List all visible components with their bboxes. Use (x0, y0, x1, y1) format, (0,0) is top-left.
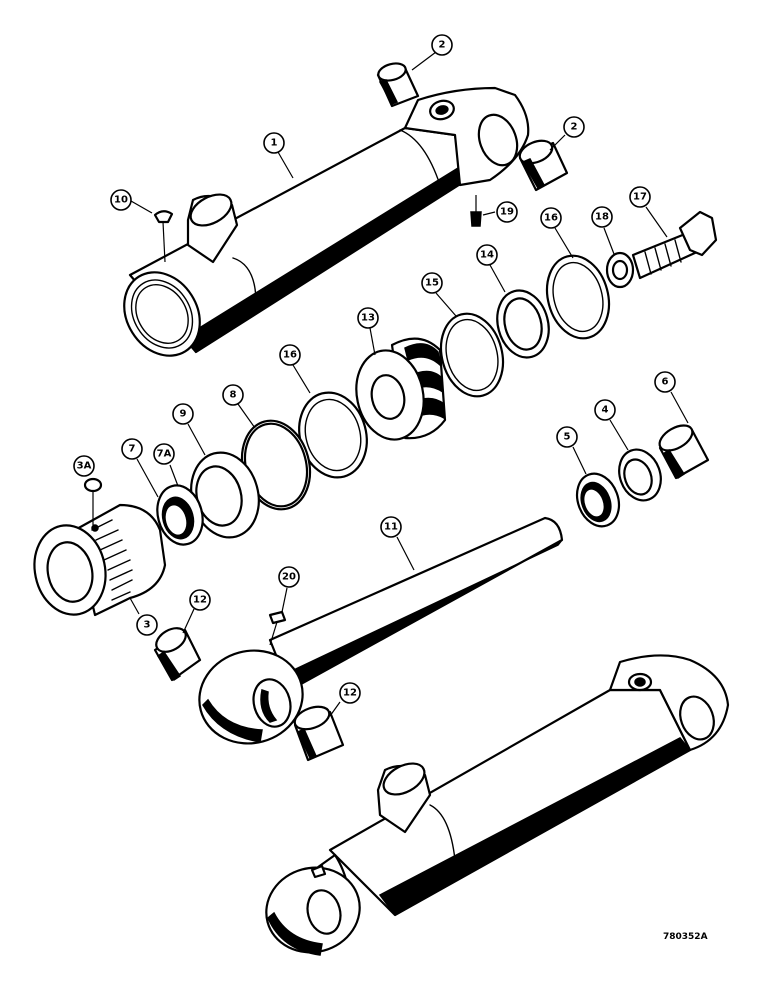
callout-14: 14 (476, 244, 498, 266)
svg-text:3: 3 (144, 620, 151, 631)
assembled-cylinder (265, 654, 730, 956)
svg-text:11: 11 (384, 522, 398, 533)
callout-8: 8 (222, 384, 244, 406)
callout-3: 3 (136, 614, 158, 636)
svg-text:17: 17 (633, 192, 647, 203)
svg-text:4: 4 (602, 405, 609, 416)
callout-16-left: 16 (279, 344, 301, 366)
piston-13 (355, 337, 447, 441)
svg-text:12: 12 (343, 688, 357, 699)
callout-12-lower: 12 (339, 682, 361, 704)
svg-text:10: 10 (114, 195, 128, 206)
callout-7: 7 (121, 438, 143, 460)
svg-text:8: 8 (230, 390, 237, 401)
svg-text:5: 5 (564, 432, 571, 443)
bushing-top-right (518, 139, 569, 192)
wear-ring-14 (496, 289, 550, 359)
svg-text:3A: 3A (77, 461, 92, 472)
seal-7A (156, 484, 204, 546)
svg-text:14: 14 (480, 250, 494, 261)
svg-text:12: 12 (193, 595, 207, 606)
leader-lines (129, 51, 689, 717)
callout-2-right: 2 (563, 116, 585, 138)
callout-6: 6 (654, 371, 676, 393)
seal-15 (439, 312, 505, 398)
svg-text:13: 13 (361, 313, 375, 324)
callout-12-upper: 12 (189, 589, 211, 611)
piston-rod-11 (198, 516, 564, 745)
callout-2-top: 2 (431, 34, 453, 56)
svg-text:16: 16 (283, 350, 297, 361)
callout-9: 9 (172, 403, 194, 425)
callout-16-right: 16 (540, 207, 562, 229)
bolt-17 (631, 210, 718, 280)
callout-3A: 3A (73, 455, 95, 477)
grease-fitting-20 (268, 610, 287, 646)
callout-1: 1 (263, 132, 285, 154)
svg-text:7: 7 (129, 444, 136, 455)
grease-fitting-19 (470, 195, 482, 227)
bushing-6 (658, 424, 710, 480)
svg-text:16: 16 (544, 213, 558, 224)
washer-18 (605, 251, 635, 289)
svg-text:15: 15 (425, 278, 439, 289)
bushing-12-upper (153, 627, 202, 682)
figure-reference-number: 780352A (663, 932, 708, 942)
callout-19: 19 (496, 201, 518, 223)
ring-4 (618, 448, 662, 502)
svg-text:2: 2 (439, 40, 446, 51)
callout-20: 20 (278, 566, 300, 588)
wiper-5 (575, 472, 621, 528)
svg-text:1: 1 (271, 138, 278, 149)
bushing-12-lower (293, 705, 345, 762)
callout-7A: 7A (153, 443, 175, 465)
grease-fitting-10 (153, 210, 174, 263)
callout-15: 15 (421, 272, 443, 294)
svg-text:19: 19 (500, 207, 514, 218)
cylinder-barrel (123, 86, 530, 357)
svg-text:20: 20 (282, 572, 296, 583)
ring-16-right (545, 254, 611, 340)
callout-11: 11 (380, 516, 402, 538)
callout-17: 17 (629, 186, 651, 208)
callout-10: 10 (110, 189, 132, 211)
svg-text:7A: 7A (157, 449, 172, 460)
callout-5: 5 (556, 426, 578, 448)
backup-washer-9 (190, 451, 260, 539)
svg-text:6: 6 (662, 377, 669, 388)
svg-text:18: 18 (595, 212, 609, 223)
callout-4: 4 (594, 399, 616, 421)
svg-text:9: 9 (180, 409, 187, 420)
svg-text:2: 2 (571, 122, 578, 133)
callout-18: 18 (591, 206, 613, 228)
gland-3 (33, 477, 167, 617)
callout-13: 13 (357, 307, 379, 329)
bushing-top-left (376, 62, 420, 108)
